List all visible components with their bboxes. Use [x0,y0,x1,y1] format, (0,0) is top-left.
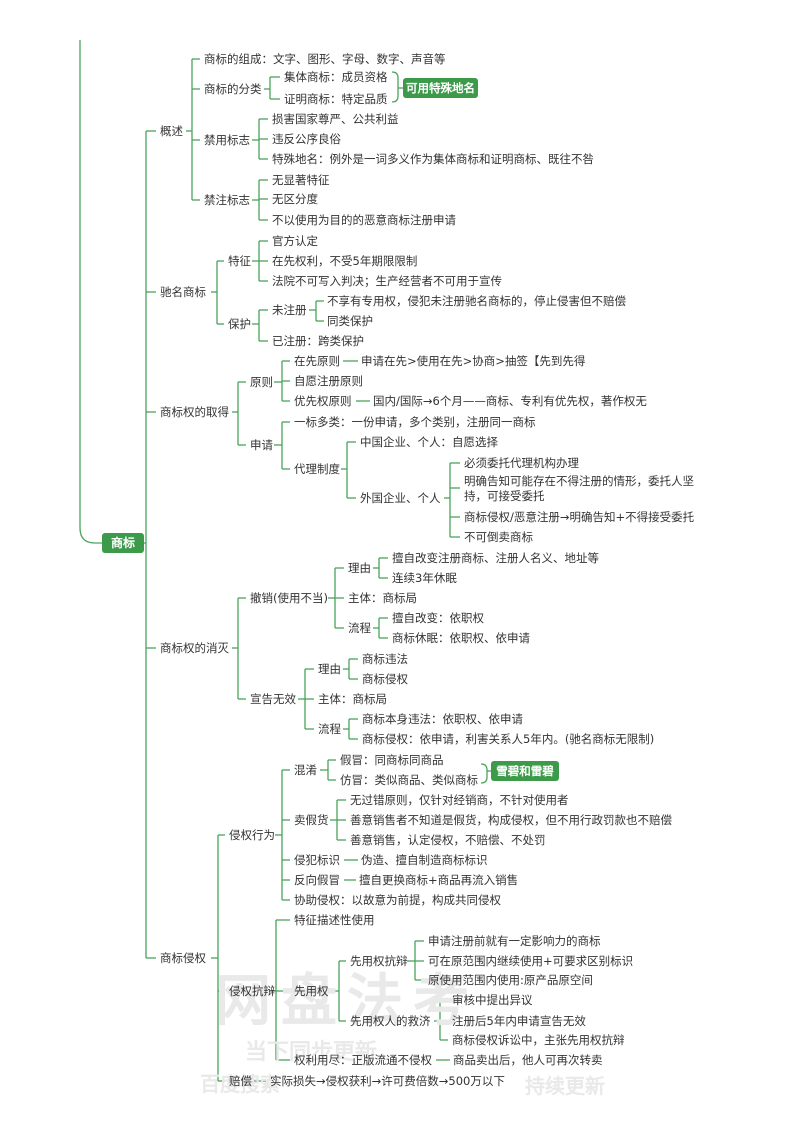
node-revocation-reason[interactable]: 理由 [348,561,371,575]
node-agency-system[interactable]: 代理制度 [294,462,340,476]
node-infringe-logo[interactable]: 侵犯标识 [294,853,340,867]
node-priority-detail[interactable]: 国内/国际→6个月——商标、专利有优先权，著作权无 [373,394,647,408]
node-priority-principle[interactable]: 优先权原则 [294,394,352,408]
tag-special-place-name: 可用特殊地名 [403,78,478,98]
node-prohibited-3[interactable]: 特殊地名：例外是一词多义作为集体商标和证明商标、既往不咎 [272,152,594,166]
node-domestic[interactable]: 中国企业、个人：自愿选择 [360,435,498,449]
node-revocation-reason-2[interactable]: 连续3年休眠 [392,571,457,585]
node-multi-class[interactable]: 一标多类：一份申请，多个类别，注册同一商标 [294,415,536,429]
node-infringing-acts[interactable]: 侵权行为 [229,828,275,842]
node-revocation-subject[interactable]: 主体：商标局 [348,591,417,605]
node-compensation-detail[interactable]: 实际损失→侵权获利→许可费倍数→500万以下 [270,1074,505,1088]
node-principles[interactable]: 原则 [250,375,273,389]
node-voluntary-registration[interactable]: 自愿注册原则 [294,374,363,388]
node-remedy-3[interactable]: 商标侵权诉讼中，主张先用权抗辩 [452,1033,625,1047]
node-first-principle[interactable]: 在先原则 [294,354,340,368]
node-imitation[interactable]: 仿冒：类似商品、类似商标 [340,773,478,787]
node-foreign[interactable]: 外国企业、个人 [360,491,441,505]
node-revocation-process[interactable]: 流程 [348,621,371,635]
node-feature-3[interactable]: 法院不可写入判决；生产经营者不可用于宣传 [272,274,502,288]
node-exhaustion[interactable]: 权利用尽：正版流通不侵权 [294,1053,432,1067]
node-foreign-2[interactable]: 明确告知可能存在不得注册的情形，委托人坚持，可接受委托 [464,474,694,503]
node-defense[interactable]: 侵权抗辩 [229,984,275,998]
node-feature-1[interactable]: 官方认定 [272,234,318,248]
node-prohibited-registration[interactable]: 禁注标志 [204,193,250,207]
node-foreign-3[interactable]: 商标侵权/恶意注册→明确告知+不得接受委托 [464,510,695,524]
node-descriptive-use[interactable]: 特征描述性使用 [294,913,375,927]
node-features[interactable]: 特征 [228,254,251,268]
root-node[interactable]: 商标 [102,533,144,553]
node-prior-defense-3[interactable]: 原使用范围内使用:原产品原空间 [428,973,593,987]
node-prior-user-remedy[interactable]: 先用权人的救济 [350,1014,431,1028]
node-invalidation-subject[interactable]: 主体：商标局 [318,692,387,706]
node-protection[interactable]: 保护 [228,317,251,331]
tag-sprite-example: 雪碧和雷碧 [491,761,559,781]
node-no-registration-1[interactable]: 无显著特征 [272,173,330,187]
node-prohibited-2[interactable]: 违反公序良俗 [272,132,341,146]
node-remedy-2[interactable]: 注册后5年内申请宣告无效 [452,1014,586,1028]
node-confusion[interactable]: 混淆 [294,763,317,777]
node-prior-defense-1[interactable]: 申请注册前就有一定影响力的商标 [428,934,601,948]
node-unregistered-2[interactable]: 同类保护 [327,314,373,328]
node-invalidation-process[interactable]: 流程 [318,722,341,736]
node-foreign-4[interactable]: 不可倒卖商标 [464,530,533,544]
node-infringement[interactable]: 商标侵权 [160,951,206,965]
node-selling-2[interactable]: 善意销售者不知道是假货，构成侵权，但不用行政罚款也不赔偿 [350,813,672,827]
node-revocation-process-1[interactable]: 擅自改变：依职权 [392,611,484,625]
node-exhaustion-detail[interactable]: 商品卖出后，他人可再次转卖 [453,1053,603,1067]
node-prior-use[interactable]: 先用权 [294,984,329,998]
node-invalidation-reason-2[interactable]: 商标侵权 [362,672,408,686]
node-collective-mark[interactable]: 集体商标：成员资格 [284,70,388,84]
node-invalidation-process-1[interactable]: 商标本身违法：依职权、依申请 [362,712,523,726]
node-revocation[interactable]: 撤销(使用不当) [250,591,328,605]
node-foreign-1[interactable]: 必须委托代理机构办理 [464,456,579,470]
node-unregistered-1[interactable]: 不享有专用权，侵犯未注册驰名商标的，停止侵害但不赔偿 [327,294,626,308]
node-selling-3[interactable]: 善意销售，认定侵权，不赔偿、不处罚 [350,833,546,847]
node-well-known-mark[interactable]: 驰名商标 [160,285,206,299]
node-prohibited-1[interactable]: 损害国家尊严、公共利益 [272,112,399,126]
node-overview[interactable]: 概述 [160,124,183,138]
node-application[interactable]: 申请 [250,438,273,452]
node-prohibited-use[interactable]: 禁用标志 [204,133,250,147]
node-certification-mark[interactable]: 证明商标：特定品质 [284,92,388,106]
node-counterfeit[interactable]: 假冒：同商标同商品 [340,753,444,767]
node-reverse-counterfeit-detail[interactable]: 擅自更换商标+商品再流入销售 [359,873,519,887]
node-prior-defense-2[interactable]: 可在原范围内继续使用+可要求区别标识 [428,954,634,968]
node-revocation-reason-1[interactable]: 擅自改变注册商标、注册人名义、地址等 [392,551,599,565]
node-compensation[interactable]: 赔偿 [229,1074,252,1088]
node-invalidation[interactable]: 宣告无效 [250,692,296,706]
node-unregistered[interactable]: 未注册 [272,303,307,317]
node-classification[interactable]: 商标的分类 [204,82,262,96]
node-revocation-process-2[interactable]: 商标休眠：依职权、依申请 [392,631,530,645]
node-first-principle-detail[interactable]: 申请在先>使用在先>协商>抽签【先到先得 [361,354,586,368]
node-assisted-infringement[interactable]: 协助侵权：以故意为前提，构成共同侵权 [294,893,501,907]
node-feature-2[interactable]: 在先权利，不受5年期限限制 [272,254,418,268]
node-composition[interactable]: 商标的组成：文字、图形、字母、数字、声音等 [204,52,446,66]
node-selling-1[interactable]: 无过错原则，仅针对经销商，不针对使用者 [350,793,569,807]
node-invalidation-reason[interactable]: 理由 [318,662,341,676]
node-registered[interactable]: 已注册：跨类保护 [272,334,364,348]
node-selling-fakes[interactable]: 卖假货 [294,813,329,827]
node-remedy-1[interactable]: 审核中提出异议 [452,993,533,1007]
node-invalidation-reason-1[interactable]: 商标违法 [362,652,408,666]
node-no-registration-3[interactable]: 不以使用为目的的恶意商标注册申请 [272,213,456,227]
node-no-registration-2[interactable]: 无区分度 [272,192,318,206]
node-infringe-logo-detail[interactable]: 伪造、擅自制造商标标识 [361,853,488,867]
node-extinction[interactable]: 商标权的消灭 [160,641,229,655]
node-reverse-counterfeit[interactable]: 反向假冒 [294,873,340,887]
node-invalidation-process-2[interactable]: 商标侵权：依申请，利害关系人5年内。(驰名商标无限制) [362,732,655,746]
node-prior-use-defense[interactable]: 先用权抗辩 [350,954,408,968]
node-acquisition[interactable]: 商标权的取得 [160,405,229,419]
